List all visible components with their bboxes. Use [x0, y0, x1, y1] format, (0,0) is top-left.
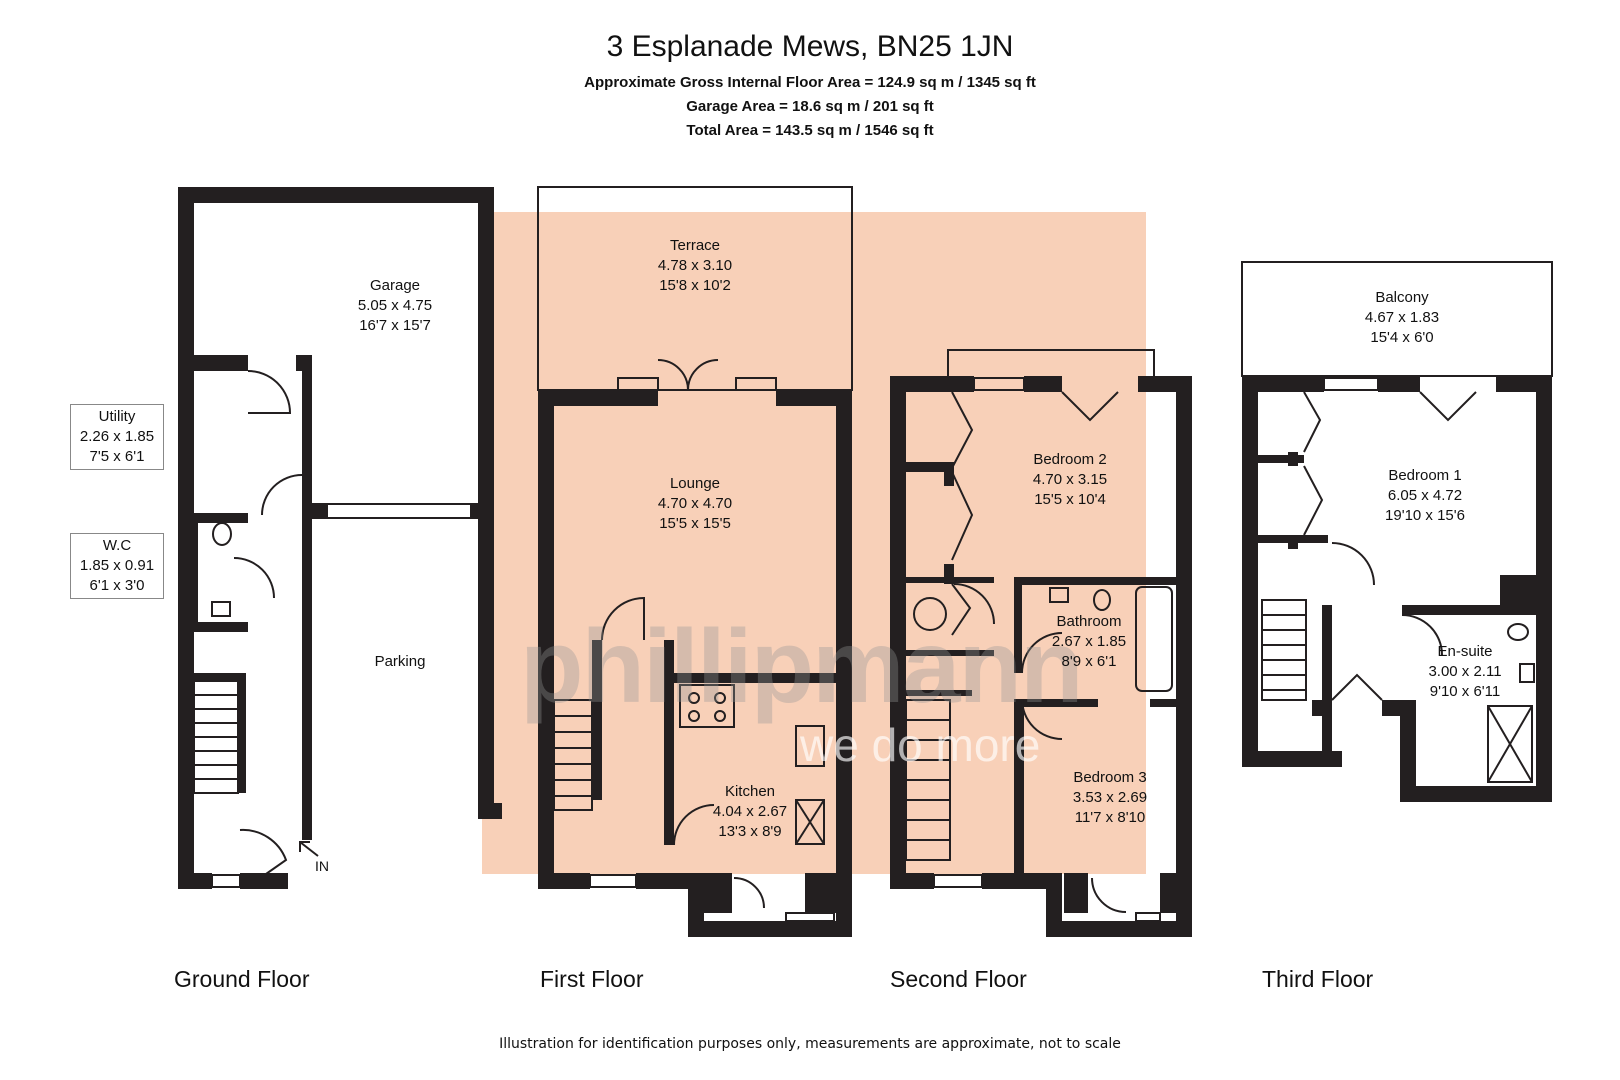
floor-label-second: Second Floor	[890, 966, 1027, 992]
room-name: Bedroom 1	[1388, 467, 1462, 484]
floor-label-ground: Ground Floor	[174, 966, 310, 992]
property-address: 3 Esplanade Mews, BN25 1JN	[606, 30, 1014, 63]
room-wc: W.C 1.85 x 0.91 6'1 x 3'0	[70, 533, 164, 599]
thin-lines	[193, 186, 1553, 922]
room-bedroom3: Bedroom 3 3.53 x 2.69 11'7 x 8'10	[1050, 768, 1170, 828]
room-name: Garage	[369, 277, 421, 294]
room-metric: 4.67 x 1.83	[1364, 309, 1440, 326]
room-metric: 1.85 x 0.91	[79, 557, 155, 574]
room-name: Bedroom 3	[1073, 769, 1147, 786]
room-name: Balcony	[1375, 289, 1429, 306]
disclaimer: Illustration for identification purposes…	[499, 1036, 1121, 1052]
room-metric: 6.05 x 4.72	[1387, 487, 1463, 504]
room-metric: 4.70 x 3.15	[1032, 471, 1108, 488]
highlight-band	[482, 212, 1146, 874]
walls	[178, 187, 1552, 937]
room-metric: 3.53 x 2.69	[1072, 789, 1148, 806]
room-name: En-suite	[1437, 643, 1493, 660]
room-imperial: 8'9 x 6'1	[1061, 653, 1117, 670]
room-metric: 4.78 x 3.10	[657, 257, 733, 274]
room-name: W.C	[102, 537, 132, 554]
room-kitchen: Kitchen 4.04 x 2.67 13'3 x 8'9	[690, 782, 810, 842]
room-bathroom: Bathroom 2.67 x 1.85 8'9 x 6'1	[1034, 612, 1144, 672]
room-utility: Utility 2.26 x 1.85 7'5 x 6'1	[70, 404, 164, 470]
room-name: Utility	[98, 408, 136, 425]
room-bedroom2: Bedroom 2 4.70 x 3.15 15'5 x 10'4	[1010, 450, 1130, 510]
room-bedroom1: Bedroom 1 6.05 x 4.72 19'10 x 15'6	[1360, 466, 1490, 526]
room-name: Terrace	[669, 237, 721, 254]
room-lounge: Lounge 4.70 x 4.70 15'5 x 15'5	[630, 474, 760, 534]
room-metric: 2.67 x 1.85	[1051, 633, 1127, 650]
room-imperial: 11'7 x 8'10	[1074, 809, 1146, 826]
room-name: Kitchen	[724, 783, 776, 800]
room-metric: 5.05 x 4.75	[357, 297, 433, 314]
gross-internal-area: Approximate Gross Internal Floor Area = …	[584, 74, 1036, 91]
room-parking: Parking	[350, 652, 450, 672]
room-name: Parking	[374, 653, 426, 670]
room-imperial: 6'1 x 3'0	[89, 577, 145, 594]
entrance-label: IN	[315, 858, 329, 874]
room-garage: Garage 5.05 x 4.75 16'7 x 15'7	[330, 276, 460, 336]
room-ensuite: En-suite 3.00 x 2.11 9'10 x 6'11	[1410, 642, 1520, 702]
room-imperial: 13'3 x 8'9	[718, 823, 782, 840]
room-imperial: 15'5 x 10'4	[1034, 491, 1106, 508]
room-imperial: 15'4 x 6'0	[1370, 329, 1434, 346]
room-name: Bedroom 2	[1033, 451, 1107, 468]
room-imperial: 15'8 x 10'2	[659, 277, 731, 294]
total-area: Total Area = 143.5 sq m / 1546 sq ft	[686, 122, 934, 139]
garage-area: Garage Area = 18.6 sq m / 201 sq ft	[686, 98, 934, 115]
room-balcony: Balcony 4.67 x 1.83 15'4 x 6'0	[1342, 288, 1462, 348]
room-metric: 3.00 x 2.11	[1428, 663, 1502, 680]
room-metric: 2.26 x 1.85	[79, 428, 155, 445]
room-imperial: 9'10 x 6'11	[1429, 683, 1501, 700]
room-name: Lounge	[669, 475, 721, 492]
room-metric: 4.70 x 4.70	[657, 495, 733, 512]
room-imperial: 7'5 x 6'1	[89, 448, 145, 465]
floor-label-third: Third Floor	[1262, 966, 1374, 992]
room-imperial: 19'10 x 15'6	[1385, 507, 1465, 524]
room-name: Bathroom	[1056, 613, 1122, 630]
room-metric: 4.04 x 2.67	[712, 803, 788, 820]
room-terrace: Terrace 4.78 x 3.10 15'8 x 10'2	[630, 236, 760, 296]
room-imperial: 16'7 x 15'7	[359, 317, 431, 334]
floor-label-first: First Floor	[540, 966, 644, 992]
room-imperial: 15'5 x 15'5	[659, 515, 731, 532]
